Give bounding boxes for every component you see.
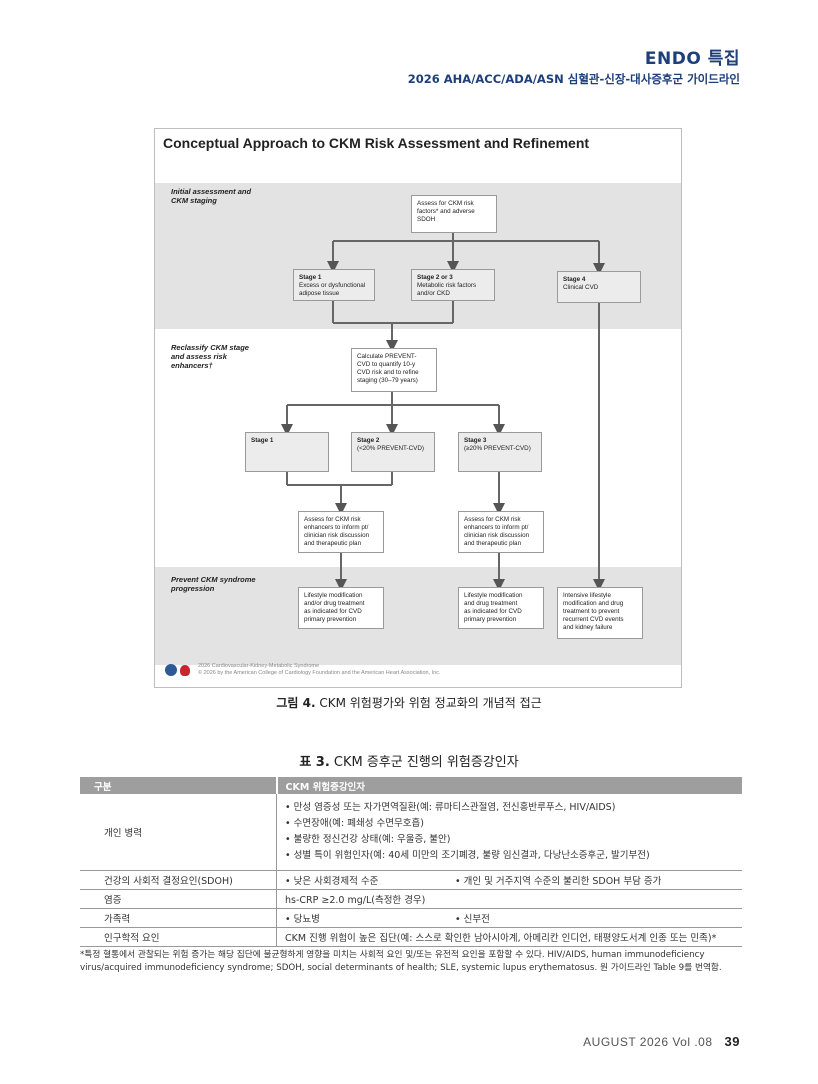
figure-caption-label: 그림 4. <box>276 696 316 710</box>
table-cell-text: hs-CRP ≥2.0 mg/L(측정한 경우) <box>276 889 742 909</box>
box-lifestyle-left: Lifestyle modification and/or drug treat… <box>298 587 384 629</box>
list-item: • 성별 특이 위험인자(예: 40세 미만의 조기폐경, 불량 임신결과, 다… <box>285 850 650 861</box>
table-row: 인구학적 요인 CKM 진행 위험이 높은 집단(예: 스스로 확인한 남아시아… <box>80 927 742 947</box>
figure-caption: 그림 4. CKM 위험평가와 위험 정교화의 개념적 접근 <box>0 694 818 711</box>
list-item: • 신부전 <box>455 914 490 925</box>
table-caption-text: CKM 증후군 진행의 위험증강인자 <box>329 755 519 770</box>
list-item: • 개인 및 거주지역 수준의 불리한 SDOH 부담 증가 <box>455 876 662 887</box>
risk-enhancers-table: 구분 CKM 위험증강인자 개인 병력 • 만성 염증성 또는 자가면역질환(예… <box>80 777 742 947</box>
band-label-reclassify: Reclassify CKM stage and assess risk enh… <box>171 343 249 370</box>
box-calculate-prevent: Calculate PREVENT- CVD to quantify 10-y … <box>351 348 437 392</box>
band-label-initial: Initial assessment and CKM staging <box>171 187 252 205</box>
table-cell-items: • 당뇨병 • 신부전 <box>276 908 742 928</box>
page-footer: AUGUST 2026 Vol .08 39 <box>583 1034 740 1049</box>
table-caption-label: 표 3. <box>299 755 330 770</box>
box-stage-2-or-3: Stage 2 or 3 Metabolic risk factors and/… <box>411 269 495 301</box>
box-lifestyle-middle: Lifestyle modification and drug treatmen… <box>458 587 544 629</box>
table-cell-items: • 낮은 사회경제적 수준 • 개인 및 거주지역 수준의 불리한 SDOH 부… <box>276 870 742 890</box>
box-restage-3: Stage 3 (≥20% PREVENT-CVD) <box>458 432 542 472</box>
figure-title: Conceptual Approach to CKM Risk Assessme… <box>163 135 590 151</box>
table-header-enhancers: CKM 위험증강인자 <box>275 777 742 794</box>
table-row: 개인 병력 • 만성 염증성 또는 자가면역질환(예: 류마티스관절염, 전신홍… <box>80 794 742 871</box>
table-cell-category: 건강의 사회적 결정요인(SDOH) <box>80 870 277 890</box>
section-title: ENDO 특집 <box>644 49 740 69</box>
box-stage-1: Stage 1 Excess or dysfunctional adipose … <box>293 269 375 301</box>
figure-caption-text: CKM 위험평가와 위험 정교화의 개념적 접근 <box>315 696 542 710</box>
table-cell-category: 염증 <box>80 889 277 909</box>
figure-footer-line1: 2026 Cardiovascular-Kidney-Metabolic Syn… <box>198 663 320 669</box>
list-item: • 수면장애(예: 폐쇄성 수면무호흡) <box>285 818 424 829</box>
table-row: 건강의 사회적 결정요인(SDOH) • 낮은 사회경제적 수준 • 개인 및 … <box>80 870 742 890</box>
aha-heart-logo-icon <box>180 664 190 676</box>
table-footnote: *특정 혈통에서 관찰되는 위험 증가는 해당 집단에 불균형하게 영향을 미치… <box>80 950 722 973</box>
acc-logo-icon <box>165 664 177 676</box>
box-risk-enhancers-right: Assess for CKM risk enhancers to inform … <box>458 511 544 553</box>
box-stage-4: Stage 4 Clinical CVD <box>557 271 641 303</box>
box-risk-enhancers-left: Assess for CKM risk enhancers to inform … <box>298 511 384 553</box>
figure-footer-line2: © 2026 by the American College of Cardio… <box>198 670 441 676</box>
list-item: • 낮은 사회경제적 수준 <box>285 876 379 887</box>
list-item: • 당뇨병 <box>285 914 320 925</box>
table-cell-category: 가족력 <box>80 908 277 928</box>
table-cell-category: 개인 병력 <box>80 794 277 871</box>
section-subtitle: 2026 AHA/ACC/ADA/ASN 심혈관-신장-대사증후군 가이드라인 <box>407 72 740 86</box>
list-item: • 만성 염증성 또는 자가면역질환(예: 류마티스관절염, 전신홍반루푸스, … <box>285 802 616 813</box>
table-header-row: 구분 CKM 위험증강인자 <box>80 777 742 794</box>
box-assess-risk-factors: Assess for CKM risk factors* and adverse… <box>411 195 497 233</box>
table-row: 가족력 • 당뇨병 • 신부전 <box>80 908 742 928</box>
page-number: 39 <box>724 1034 740 1049</box>
table-caption: 표 3. CKM 증후군 진행의 위험증강인자 <box>0 751 818 770</box>
table-cell-text: CKM 진행 위험이 높은 집단(예: 스스로 확인한 남아시아계, 아메리칸 … <box>276 927 742 947</box>
band-label-prevent: Prevent CKM syndrome progression <box>171 575 256 593</box>
flowchart-figure: Conceptual Approach to CKM Risk Assessme… <box>154 128 682 688</box>
table-cell-category: 인구학적 요인 <box>80 927 277 947</box>
box-restage-1: Stage 1 <box>245 432 329 472</box>
table-row: 염증 hs-CRP ≥2.0 mg/L(측정한 경우) <box>80 889 742 909</box>
figure-footer: 2026 Cardiovascular-Kidney-Metabolic Syn… <box>165 663 441 677</box>
box-restage-2: Stage 2 (<20% PREVENT-CVD) <box>351 432 435 472</box>
table-cell-items: • 만성 염증성 또는 자가면역질환(예: 류마티스관절염, 전신홍반루푸스, … <box>276 794 742 871</box>
flow-arrows <box>281 233 605 591</box>
issue-info: AUGUST 2026 Vol .08 <box>583 1035 713 1049</box>
page-header: ENDO 특집 2026 AHA/ACC/ADA/ASN 심혈관-신장-대사증후… <box>408 44 740 87</box>
table-header-category: 구분 <box>80 777 277 794</box>
box-intensive-lifestyle: Intensive lifestyle modification and dru… <box>557 587 643 639</box>
list-item: • 불량한 정신건강 상태(예: 우울증, 불안) <box>285 834 451 845</box>
